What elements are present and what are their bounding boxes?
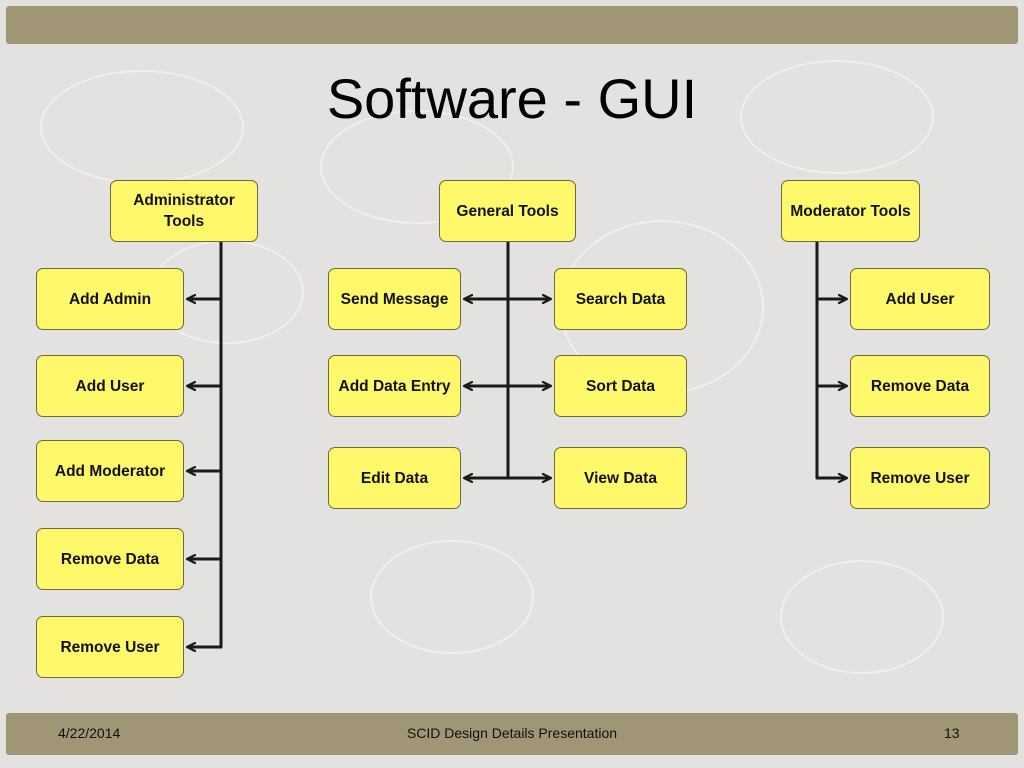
general-add-data-entry: Add Data Entry: [328, 355, 461, 417]
footer-presentation-name: SCID Design Details Presentation: [406, 725, 618, 741]
moderator-remove-data: Remove Data: [850, 355, 990, 417]
general-search-data: Search Data: [554, 268, 687, 330]
background-ring: [370, 540, 534, 654]
top-bar: [6, 6, 1018, 44]
background-ring: [740, 60, 934, 174]
background-ring: [780, 560, 944, 674]
general-tools-header: General Tools: [439, 180, 576, 242]
admin-tools-header: Administrator Tools: [110, 180, 258, 242]
slide-title: Software - GUI: [326, 67, 698, 130]
background-ring: [320, 110, 514, 224]
admin-remove-user: Remove User: [36, 616, 184, 678]
moderator-remove-user: Remove User: [850, 447, 990, 509]
moderator-tools-header: Moderator Tools: [781, 180, 920, 242]
footer-page-number: 13: [944, 725, 960, 741]
admin-remove-data: Remove Data: [36, 528, 184, 590]
general-send-message: Send Message: [328, 268, 461, 330]
moderator-add-user: Add User: [850, 268, 990, 330]
admin-add-moderator: Add Moderator: [36, 440, 184, 502]
admin-add-admin: Add Admin: [36, 268, 184, 330]
admin-add-user: Add User: [36, 355, 184, 417]
footer-date: 4/22/2014: [58, 725, 121, 741]
general-sort-data: Sort Data: [554, 355, 687, 417]
general-edit-data: Edit Data: [328, 447, 461, 509]
footer-bar: [6, 713, 1018, 755]
general-view-data: View Data: [554, 447, 687, 509]
